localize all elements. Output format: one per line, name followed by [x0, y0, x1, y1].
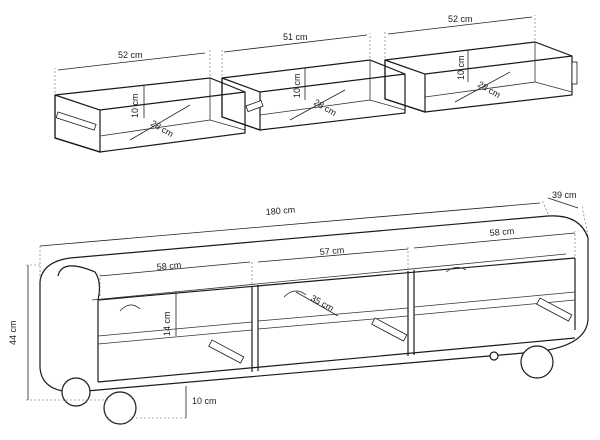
- leg-height-label: 10 cm: [192, 396, 217, 406]
- shelf-height-label: 14 cm: [162, 311, 172, 336]
- compartment-2-width-label: 57 cm: [319, 245, 344, 257]
- tv-cabinet: [39, 215, 589, 425]
- drawer-2-height-label: 10 cm: [292, 73, 302, 98]
- drawer-1: [54, 50, 246, 153]
- cabinet-total-width-label: 180 cm: [265, 204, 295, 217]
- drawer-3-height-label: 10 cm: [456, 55, 466, 80]
- drawer-2-depth-label: 28 cm: [312, 97, 338, 118]
- drawer-2-width-label: 51 cm: [283, 32, 308, 42]
- shelf-depth-label: 35 cm: [309, 293, 335, 313]
- drawer-1-width-label: 52 cm: [118, 50, 143, 60]
- drawer-3-depth-label: 28 cm: [476, 79, 502, 100]
- cabinet-dimensions: [26, 197, 589, 419]
- drawer-2: [221, 33, 406, 131]
- compartment-3-width-label: 58 cm: [489, 226, 514, 238]
- drawer-3-width-label: 52 cm: [448, 14, 473, 24]
- drawer-1-height-label: 10 cm: [130, 93, 140, 118]
- compartment-1-width-label: 58 cm: [156, 260, 181, 272]
- drawer-3: [384, 15, 578, 113]
- cabinet-depth-label: 39 cm: [552, 190, 577, 200]
- cabinet-height-label: 44 cm: [8, 320, 18, 345]
